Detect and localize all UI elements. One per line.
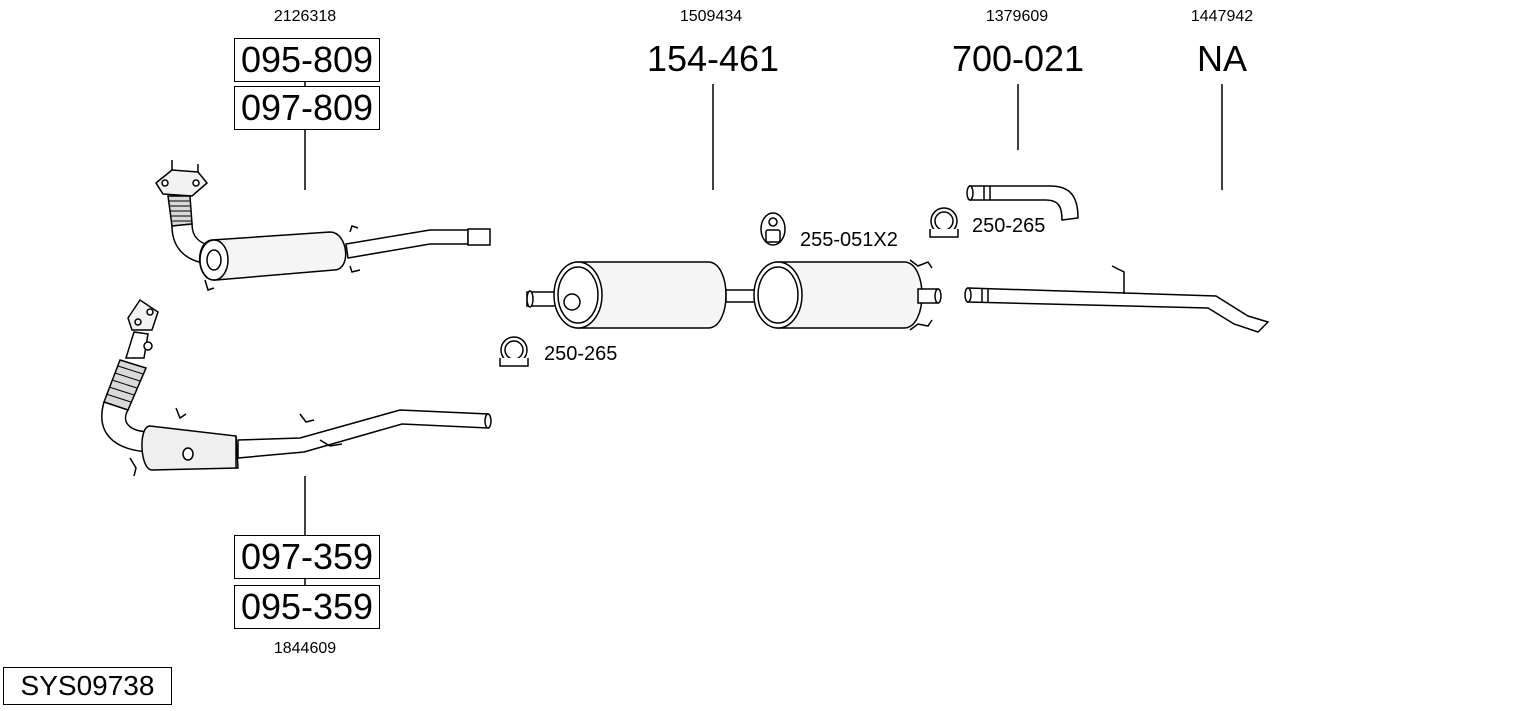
- rear-pipe-drawing: [966, 185, 1079, 221]
- front-lower-part-a: 097-359: [234, 535, 380, 579]
- front-upper-pipe-drawing: [155, 160, 491, 291]
- tail-pipe-oe-ref: 1447942: [1190, 8, 1254, 25]
- front-lower-oe-ref: 1844609: [273, 640, 337, 657]
- clamp-rear-icon: [929, 207, 959, 238]
- middle-muffler-drawing: [526, 259, 942, 331]
- clamp-middle-icon: [499, 336, 529, 367]
- hanger-label: 255-051X2: [800, 229, 898, 251]
- middle-part-number: 154-461: [646, 38, 780, 79]
- system-code-box: SYS09738: [3, 667, 172, 705]
- rear-pipe-part-number: 700-021: [951, 38, 1085, 79]
- tail-pipe-part-number: NA: [1196, 38, 1247, 79]
- front-lower-part-b: 095-359: [234, 585, 380, 629]
- front-upper-oe-ref: 2126318: [273, 8, 337, 25]
- hanger-drawing: [760, 212, 786, 246]
- leader-lines: [304, 80, 1223, 586]
- clamp-middle-label: 250-265: [544, 343, 618, 365]
- clamp-rear-label: 250-265: [972, 215, 1046, 237]
- front-upper-part-a: 095-809: [234, 38, 380, 82]
- middle-oe-ref: 1509434: [679, 8, 743, 25]
- rear-pipe-oe-ref: 1379609: [985, 8, 1049, 25]
- tail-pipe-drawing: [964, 265, 1270, 333]
- front-lower-pipe-drawing: [101, 298, 492, 477]
- front-upper-part-b: 097-809: [234, 86, 380, 130]
- clamp-drawings: [499, 207, 959, 367]
